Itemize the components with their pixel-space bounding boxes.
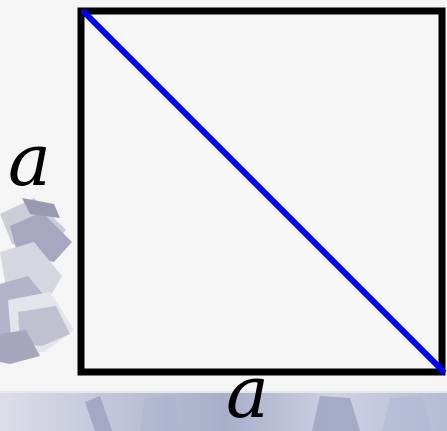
bottom-decor-icon xyxy=(0,391,447,431)
left-side-label: a xyxy=(8,118,51,202)
diagonal-line xyxy=(81,9,446,374)
left-decor-icon xyxy=(0,198,74,364)
bottom-side-label: a xyxy=(226,350,269,431)
